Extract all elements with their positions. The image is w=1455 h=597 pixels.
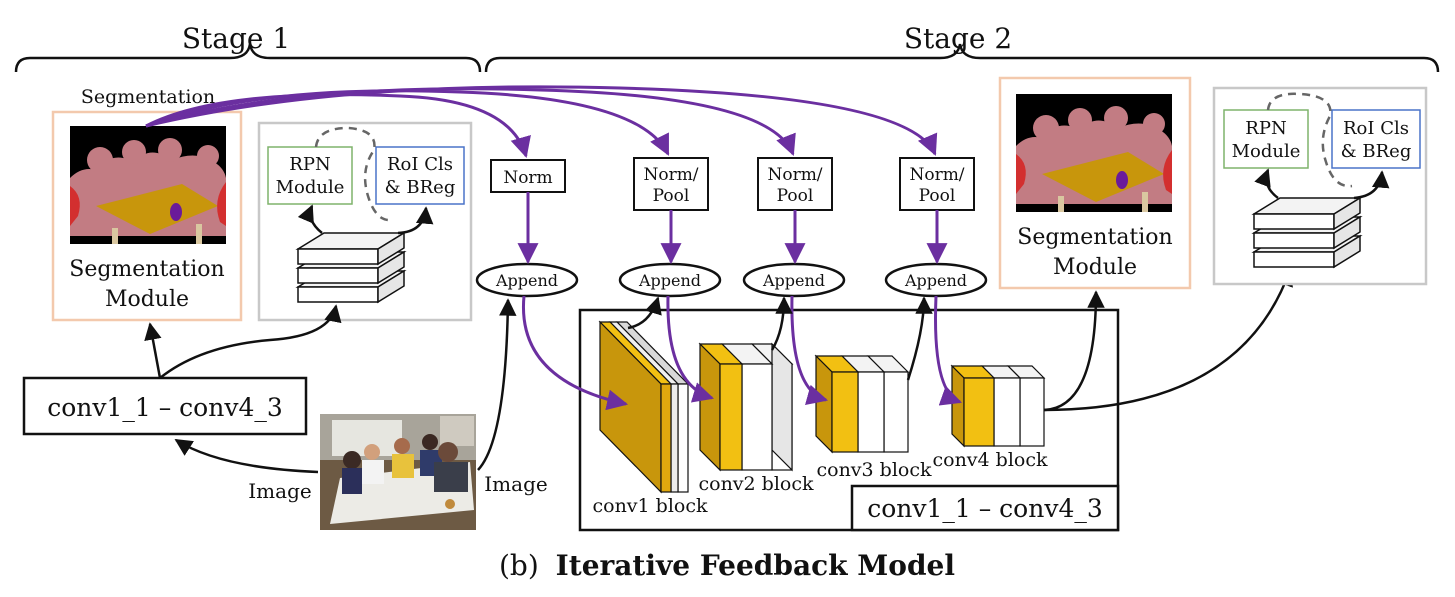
stage1-title: Stage 1 bbox=[182, 22, 290, 55]
norm-box-4-line2: Pool bbox=[919, 186, 956, 206]
conv1-to-append2-arrow bbox=[627, 296, 662, 330]
stage2-backbone-label: conv1_1 – conv4_3 bbox=[867, 494, 1103, 523]
conv4-to-segmentation-arrow bbox=[1043, 290, 1105, 412]
stage1-shared-proposals-dashed bbox=[314, 126, 393, 222]
conv2-block-label: conv2 block bbox=[698, 473, 813, 495]
conv1-block-label: conv1 block bbox=[592, 495, 707, 517]
norm-box-3-line1: Norm/ bbox=[767, 165, 822, 185]
norm-box-2 bbox=[633, 157, 709, 211]
conv4-to-detection-stack-arrow bbox=[1043, 268, 1293, 412]
conv4-block-label: conv4 block bbox=[932, 449, 1047, 471]
feedback-to-norm3 bbox=[145, 87, 796, 156]
norm-box-3-line2: Pool bbox=[777, 186, 814, 206]
stage2-roi-line1: RoI Cls bbox=[1343, 118, 1409, 139]
stage1-backbone-box bbox=[22, 376, 308, 436]
append-node-1-label: Append bbox=[495, 271, 558, 290]
stage1-segmentation-module-line1: Segmentation bbox=[69, 257, 224, 282]
stage1-roi-line1: RoI Cls bbox=[387, 154, 453, 175]
conv3-block-label: conv3 block bbox=[816, 459, 931, 481]
conv-to-append-arrows bbox=[627, 296, 933, 381]
conv1-block bbox=[598, 320, 690, 494]
stage1-stack-to-rpn-arrow bbox=[297, 204, 323, 234]
append-node-2-label: Append bbox=[638, 271, 701, 290]
feedback-to-norm2 bbox=[145, 89, 670, 156]
append-node-4-label: Append bbox=[904, 271, 967, 290]
stage2-segmentation-image bbox=[1016, 94, 1172, 212]
caption-prefix: (b) bbox=[499, 549, 539, 582]
norm-box-2-line2: Pool bbox=[653, 186, 690, 206]
stage1-roi-line2: & BReg bbox=[385, 177, 456, 198]
stage2-stack-to-rpn-arrow bbox=[1254, 168, 1279, 199]
stage2-roi-module bbox=[1331, 109, 1421, 169]
feedback-to-norm4 bbox=[145, 85, 938, 156]
figure-caption: (b) Iterative Feedback Model bbox=[499, 549, 955, 582]
stage1-rpn-line1: RPN bbox=[289, 154, 330, 175]
stage2-roi-line2: & BReg bbox=[1341, 141, 1412, 162]
stage2-feature-stack bbox=[1251, 196, 1363, 269]
norm-box-4-line1: Norm/ bbox=[909, 165, 964, 185]
image-to-append-arrow bbox=[477, 298, 517, 471]
conv2-block bbox=[698, 342, 794, 472]
stage1-backbone-to-stack-arrow bbox=[159, 304, 342, 379]
stage1-rpn-module bbox=[267, 146, 353, 205]
stage2-rpn-line2: Module bbox=[1232, 141, 1301, 162]
stage1-roi-module bbox=[375, 146, 465, 205]
input-image bbox=[320, 414, 476, 530]
stage2-segmentation-module-line1: Segmentation bbox=[1017, 225, 1172, 250]
stage1-segmentation-image bbox=[70, 126, 226, 244]
stage1-feature-stack bbox=[295, 231, 407, 304]
stage1-segmentation-label: Segmentation bbox=[81, 86, 215, 108]
conv3-to-append4-arrow bbox=[906, 296, 933, 381]
append1-to-conv1-arrow bbox=[521, 295, 629, 411]
append-node-3-label: Append bbox=[762, 271, 825, 290]
stage2-backbone-box bbox=[850, 484, 1120, 532]
append2-to-conv2-arrow bbox=[666, 295, 715, 403]
norm-to-append-arrows bbox=[517, 192, 948, 265]
stage1-rpn-line2: Module bbox=[276, 177, 345, 198]
stage2-stack-to-roi-arrow bbox=[1353, 170, 1390, 200]
stage2-title: Stage 2 bbox=[904, 22, 1012, 55]
stage2-brace bbox=[484, 43, 1440, 73]
stage2-image-label: Image bbox=[484, 472, 547, 496]
stage2-backbone-frame bbox=[578, 308, 1120, 532]
append4-to-conv4-arrow bbox=[934, 295, 962, 406]
norm-box-1-label: Norm bbox=[503, 168, 552, 188]
stage2-shared-proposals-dashed bbox=[1266, 92, 1353, 188]
conv2-to-append3-arrow bbox=[770, 296, 793, 351]
stage1-backbone-to-seg-arrow bbox=[144, 322, 162, 379]
norm-box-1 bbox=[490, 159, 566, 193]
stage2-segmentation-module-line2: Module bbox=[1053, 255, 1137, 280]
conv4-block bbox=[950, 364, 1046, 448]
conv3-block bbox=[814, 354, 910, 454]
stage1-segmentation-module-line2: Module bbox=[105, 287, 189, 312]
stage1-image-label: Image bbox=[248, 479, 311, 503]
stage2-rpn-module bbox=[1223, 109, 1309, 169]
feedback-to-norm1 bbox=[145, 93, 531, 159]
stage1-brace bbox=[14, 43, 482, 73]
stage1-backbone-label: conv1_1 – conv4_3 bbox=[47, 393, 283, 422]
stage1-stack-to-roi-arrow bbox=[397, 206, 434, 235]
segmentation-feedback-arrows bbox=[145, 85, 938, 159]
norm-box-2-line1: Norm/ bbox=[643, 165, 698, 185]
append-to-conv-arrows bbox=[521, 295, 962, 411]
stage2-rpn-line1: RPN bbox=[1245, 118, 1286, 139]
caption-title: Iterative Feedback Model bbox=[556, 549, 955, 582]
image-to-stage1-backbone-arrow bbox=[174, 438, 319, 474]
append3-to-conv3-arrow bbox=[790, 295, 829, 406]
